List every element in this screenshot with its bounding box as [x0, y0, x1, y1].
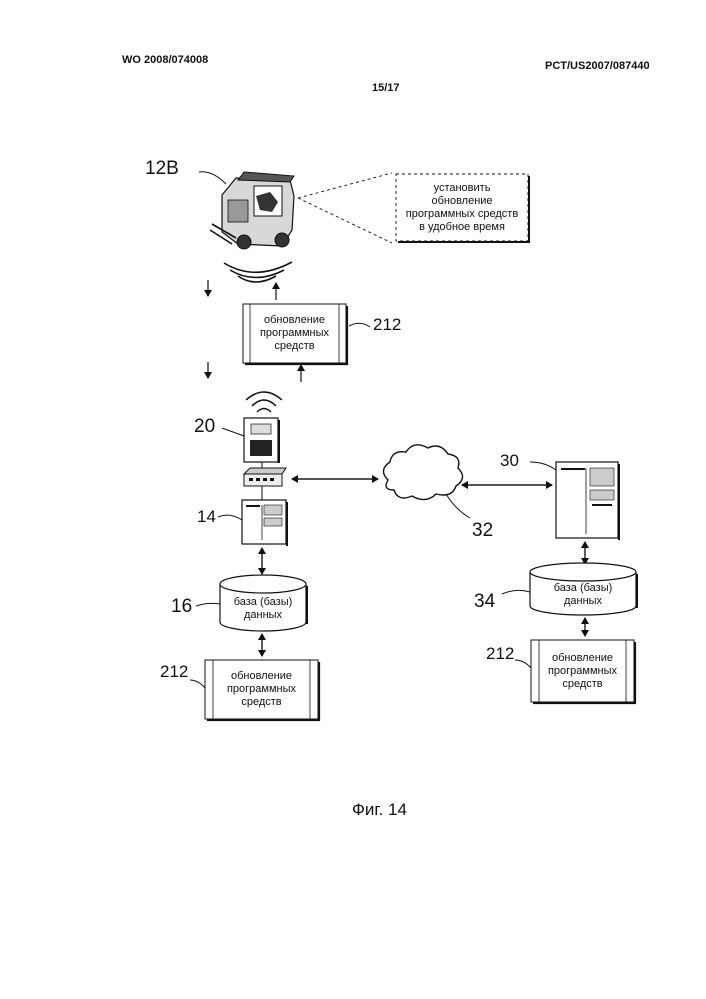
leader-gateway: [222, 428, 244, 436]
db-remote-line-2: данных: [564, 595, 602, 608]
update-left-line-1: обновление: [231, 670, 292, 683]
callout-pointer-top: [298, 173, 392, 198]
label-update-top: 212: [373, 315, 401, 335]
update-top-line-2: программных: [260, 327, 329, 340]
update-left-line-2: программных: [227, 683, 296, 696]
db-remote-text: база (базы) данных: [530, 578, 636, 612]
db-local-text: база (базы) данных: [220, 592, 306, 626]
callout-line-4: в удобное время: [419, 221, 505, 234]
leader-update-top: [349, 323, 370, 327]
db-local-line-2: данных: [244, 609, 282, 622]
update-right-line-3: средств: [562, 678, 602, 691]
leader-server: [218, 515, 242, 520]
leader-remote-server: [530, 462, 556, 470]
label-remote-server: 30: [500, 451, 519, 471]
label-update-right: 212: [486, 644, 514, 664]
wireless-signal-icon: [224, 262, 292, 282]
leader-db-local: [196, 603, 220, 606]
server-monitor-icon: [242, 500, 287, 546]
label-server: 14: [197, 507, 216, 527]
callout-line-1: установить: [434, 182, 491, 195]
update-right-text: обновление программных средств: [539, 640, 626, 702]
leader-cloud: [446, 494, 470, 518]
label-db-remote: 34: [474, 591, 495, 613]
label-network: 32: [472, 520, 493, 542]
leader-update-right: [515, 660, 531, 668]
callout-line-3: программных средств: [406, 208, 518, 221]
update-top-line-3: средств: [274, 340, 314, 353]
callout-text: установить обновление программных средст…: [396, 174, 528, 241]
figure-caption: Фиг. 14: [352, 800, 407, 820]
leader-truck: [199, 172, 226, 184]
label-truck: 12B: [145, 158, 179, 180]
update-right-line-1: обновление: [552, 652, 613, 665]
callout-line-2: обновление: [431, 195, 492, 208]
network-cloud-icon: [383, 445, 462, 500]
update-top-text: обновление программных средств: [250, 304, 339, 363]
update-left-line-3: средств: [241, 696, 281, 709]
db-local-line-1: база (базы): [234, 596, 293, 609]
update-top-line-1: обновление: [264, 314, 325, 327]
update-left-text: обновление программных средств: [213, 660, 310, 719]
gateway-device-icon: [244, 392, 282, 463]
label-gateway: 20: [194, 416, 215, 438]
label-update-left: 212: [160, 662, 188, 682]
update-right-line-2: программных: [548, 665, 617, 678]
network-switch-icon: [244, 468, 286, 486]
forklift-icon: [210, 172, 294, 249]
leader-update-left: [190, 680, 205, 688]
label-db-local: 16: [171, 596, 192, 618]
callout-pointer-bottom: [298, 198, 392, 243]
db-remote-line-1: база (базы): [554, 582, 613, 595]
leader-db-remote: [502, 590, 530, 594]
remote-server-icon: [556, 462, 619, 540]
